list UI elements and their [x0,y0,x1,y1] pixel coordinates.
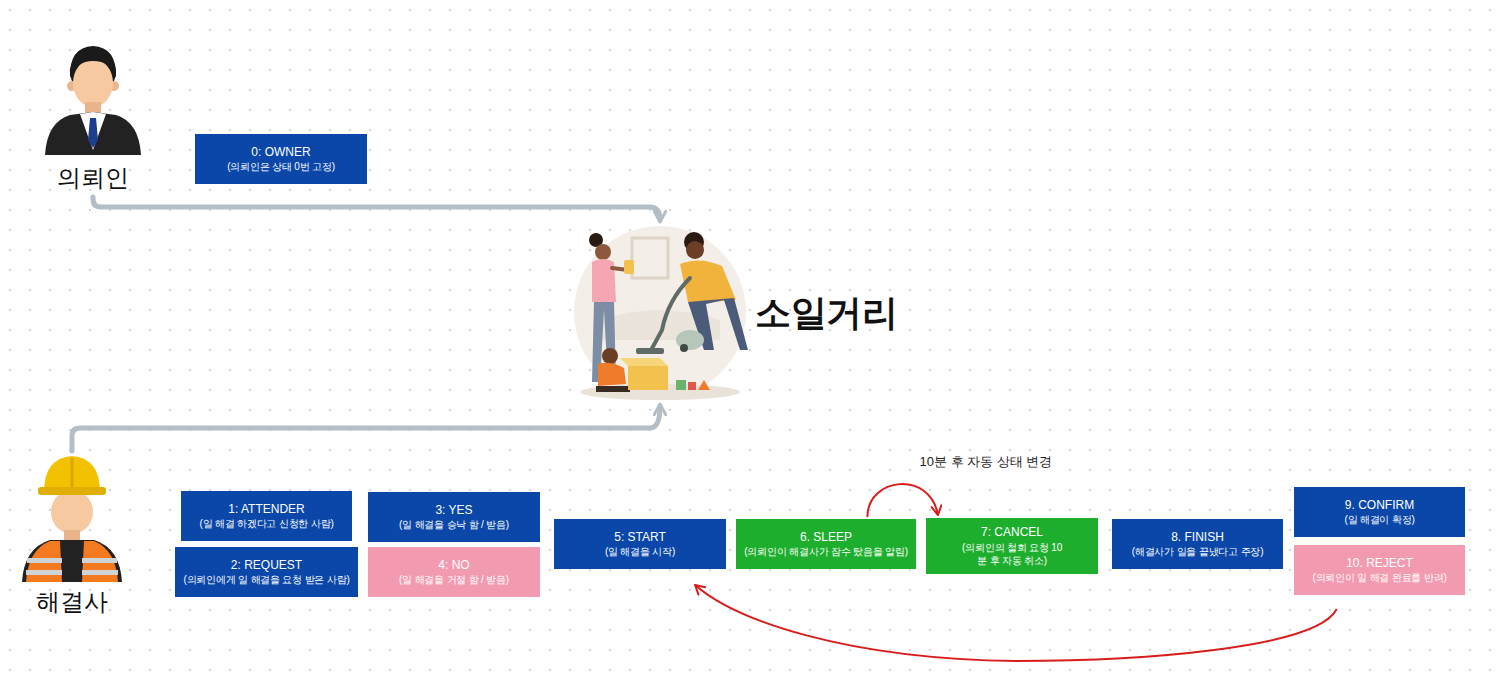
state-box: 3: YES(일 해결을 승낙 함 / 받음) [368,492,540,542]
node-note: (의뢰인의 철회 요청 10분 후 자동 취소) [960,541,1064,568]
state-box: 7: CANCEL(의뢰인의 철회 요청 10분 후 자동 취소) [926,518,1098,574]
flow-arrow [72,406,660,451]
state-box: 8. FINISH(해결사가 일을 끝냈다고 주장) [1112,519,1283,569]
state-box: 1: ATTENDER(일 해결 하겠다고 신청한 사람) [181,491,352,541]
node-note: (의뢰인은 상태 0번 고정) [227,160,335,174]
node-note: (의뢰인이 해결사가 잠수 탔음을 알림) [744,545,908,559]
node-title: 의뢰인 [57,164,129,193]
state-box: 0: OWNER(의뢰인은 상태 0번 고정) [195,134,367,184]
transition-arrow [867,484,938,517]
client-figure: 의뢰인 [45,35,141,193]
node-title: 4: NO [438,557,469,573]
node-title: 6. SLEEP [800,529,852,545]
state-box: 4: NO(일 해결을 거절 함 / 받음) [368,547,540,597]
illustration-node: 소일거리 [570,222,910,404]
node-title: 0: OWNER [251,144,310,160]
chores-illustration [574,226,748,400]
state-box: 2: REQUEST(의뢰인에게 일 해결을 요청 받은 사람) [175,547,358,597]
node-title: 10. REJECT [1346,555,1413,571]
node-title: 7: CANCEL [981,524,1043,540]
node-title: 5: START [614,529,666,545]
node-title: 소일거리 [755,289,897,338]
node-title: 1: ATTENDER [228,501,304,517]
node-title: 9. CONFIRM [1345,497,1414,513]
node-title: 8. FINISH [1171,529,1224,545]
node-title: 2: REQUEST [231,557,302,573]
node-note: (일 해결 하겠다고 신청한 사람) [199,517,333,531]
node-note: (일 해결을 승낙 함 / 받음) [399,518,509,532]
transition-arrow [695,585,1337,661]
node-title: 해결사 [36,588,108,617]
state-box: 6. SLEEP(의뢰인이 해결사가 잠수 탔음을 알림) [736,519,916,569]
node-title: 3: YES [435,502,472,518]
solver-figure: 해결사 [20,455,124,617]
node-note: (일 해결이 확정) [1344,513,1414,527]
node-note: (의뢰인이 일 해결 완료를 반려) [1312,571,1446,585]
client-icon [45,46,141,155]
edge-label: 10분 후 자동 상태 변경 [917,453,1056,471]
state-box: 10. REJECT(의뢰인이 일 해결 완료를 반려) [1294,545,1465,595]
node-note: (일 해결을 시작) [605,545,675,559]
node-note: (일 해결을 거절 함 / 받음) [399,573,509,587]
state-box: 9. CONFIRM(일 해결이 확정) [1294,487,1465,537]
solver-icon [22,456,122,582]
flow-arrow [93,197,660,220]
state-box: 5: START(일 해결을 시작) [554,519,726,569]
node-note: (의뢰인에게 일 해결을 요청 받은 사람) [183,573,349,587]
node-note: (해결사가 일을 끝냈다고 주장) [1132,545,1264,559]
